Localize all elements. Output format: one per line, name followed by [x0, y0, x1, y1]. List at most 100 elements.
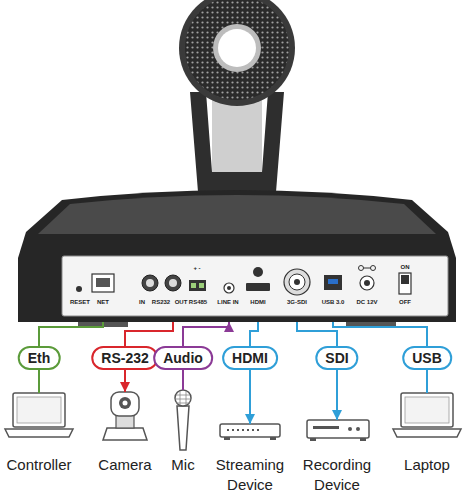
din-socket: [146, 279, 154, 287]
camera-icon-lens: [123, 401, 128, 406]
port-label: NET: [97, 299, 109, 306]
mic-mesh: [175, 391, 191, 405]
speaker-grille: [185, 0, 289, 100]
recorder-box: [307, 420, 369, 438]
laptop-display: [405, 397, 449, 423]
rear-panel: RESET NET IN RS232 OUT + - RS485 LINE IN HDMI 3G-…: [62, 257, 448, 322]
laptop-screen: [401, 393, 453, 427]
dc-pin: [364, 280, 370, 286]
port-label: + -: [193, 265, 200, 272]
cable-label: HDMI: [222, 346, 278, 370]
terminal-pin: [199, 283, 204, 288]
device-foot: [360, 438, 366, 441]
dc-jack: [360, 276, 374, 290]
port-label: LINE IN: [217, 299, 238, 306]
audio-jack: [224, 283, 234, 293]
port-label: RESET: [70, 299, 90, 306]
bnc-pin: [294, 279, 300, 285]
recorder-button: [348, 427, 352, 431]
device-name: Streaming Device: [208, 455, 292, 495]
device-node: Streaming Device: [208, 424, 292, 498]
rj45-socket: [96, 278, 110, 287]
usb-tongue: [328, 279, 338, 284]
device-node: Camera: [92, 392, 158, 498]
device-name: Mic: [160, 455, 206, 475]
port-label: USB 3.0: [322, 299, 345, 306]
device-foot: [310, 438, 316, 441]
port-label: ON: [401, 264, 410, 271]
switch-rocker: [401, 275, 409, 284]
port-label: DC 12V: [356, 299, 377, 306]
arrow-head: [245, 414, 255, 424]
port-label: 3G-SDI: [287, 299, 307, 306]
device-name: Controller: [0, 455, 78, 475]
device-foot: [224, 437, 230, 440]
device-foot: [270, 437, 276, 440]
camera-icon-head: [111, 392, 139, 416]
lens: [218, 29, 256, 67]
polarity-symbol: [359, 266, 364, 271]
mic-head: [175, 390, 191, 406]
terminal-pin: [191, 283, 196, 288]
camera-icon-base: [103, 428, 147, 440]
port-label: IN: [139, 299, 145, 306]
device-name: Camera: [92, 455, 158, 475]
arrow-head: [332, 410, 342, 420]
device-name: Laptop: [388, 455, 466, 475]
camera-icon-lens: [119, 397, 131, 409]
power-switch: [399, 273, 411, 294]
laptop-base: [5, 429, 73, 437]
device-node: Recording Device: [297, 420, 377, 498]
polarity-symbol: [371, 266, 376, 271]
laptop-display: [17, 397, 61, 423]
hdmi-symbol: [253, 267, 263, 277]
device-node: Controller: [0, 393, 78, 498]
port-label: HDMI: [250, 299, 265, 306]
audio-jack-hole: [227, 286, 231, 290]
cable-label: Eth: [18, 346, 61, 370]
laptop-screen: [13, 393, 65, 427]
port-label: OUT: [175, 299, 188, 306]
streaming-box: [220, 424, 280, 437]
cable-line: [297, 322, 337, 420]
device-node: Mic: [160, 390, 206, 498]
terminal-block: [189, 280, 206, 291]
arrow-head: [224, 322, 234, 332]
cable-line: [250, 322, 258, 424]
cable: [297, 322, 342, 420]
cable-label: Audio: [153, 346, 213, 370]
cable-label: SDI: [315, 346, 358, 370]
reset-hole: [76, 286, 82, 292]
lens-ring: [213, 24, 261, 72]
port-label: OFF: [399, 299, 411, 306]
mic-handle: [177, 406, 189, 450]
camera-base: [18, 190, 456, 322]
arrow-head: [120, 382, 130, 392]
recorder-slot: [313, 426, 339, 429]
panel-face: [62, 256, 448, 316]
rj45-port: [92, 274, 114, 292]
port-label: RS485: [189, 299, 207, 306]
camera-head: [179, 0, 295, 106]
base-foot: [78, 322, 128, 327]
device-name: Recording Device: [297, 455, 377, 495]
din-port: [165, 275, 181, 291]
usb-port: [324, 275, 342, 290]
base-foot: [346, 322, 396, 327]
din-port: [142, 275, 158, 291]
cable: [245, 322, 258, 424]
streaming-leds: [227, 429, 259, 431]
laptop-base: [393, 429, 461, 437]
camera-yoke: [190, 92, 284, 192]
base-top: [38, 195, 436, 234]
hdmi-port: [246, 283, 270, 291]
port-label: RS232: [152, 299, 170, 306]
camera-neck: [212, 96, 262, 174]
recorder-button: [356, 427, 360, 431]
bnc-ring: [289, 274, 305, 290]
cable-label: RS-232: [91, 346, 158, 370]
